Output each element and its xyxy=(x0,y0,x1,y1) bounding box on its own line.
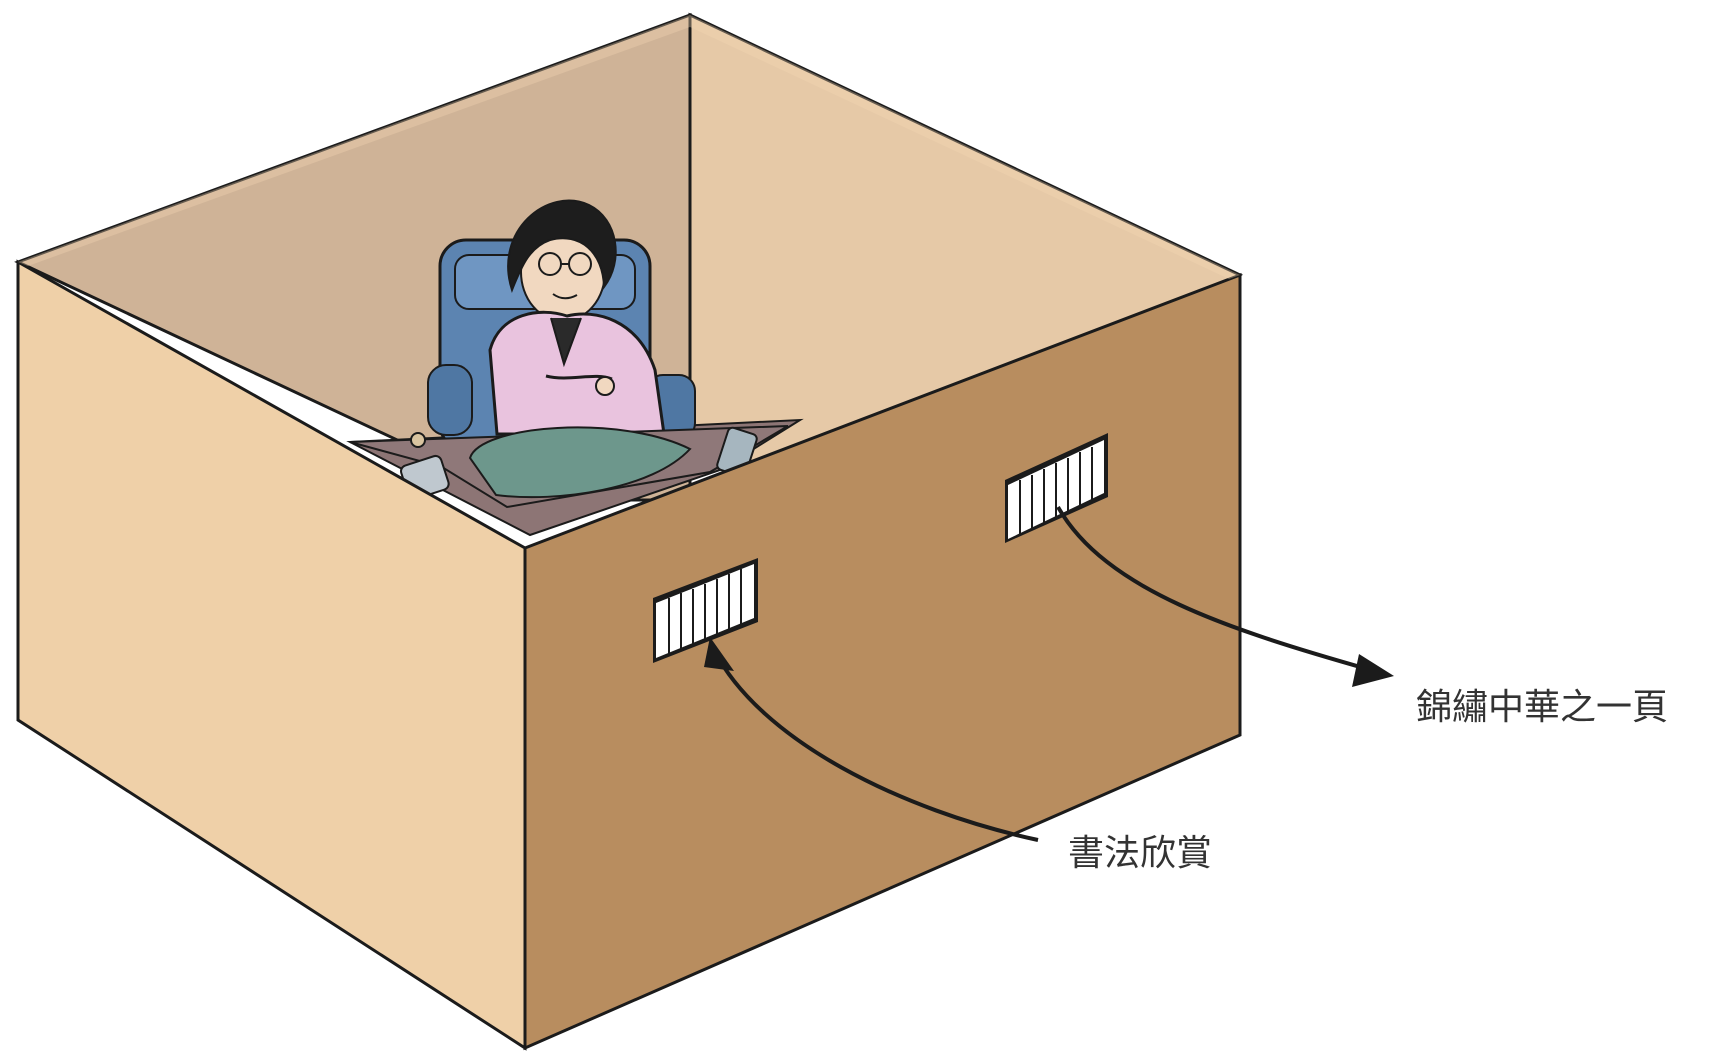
arrow-head-left-window xyxy=(704,637,734,671)
desk xyxy=(349,425,789,509)
label-calligraphy: 書法欣賞 xyxy=(1068,833,1212,874)
window-calligraphy xyxy=(653,558,758,663)
arrow-calligraphy xyxy=(704,637,1039,842)
arrow-head-right-label xyxy=(1352,654,1394,687)
window-embroidered-china xyxy=(1005,433,1108,543)
seated-woman xyxy=(488,199,666,436)
label-embroidered-china: 錦繡中華之一頁 xyxy=(1416,687,1668,728)
arrow-embroidered-china xyxy=(1056,506,1394,687)
